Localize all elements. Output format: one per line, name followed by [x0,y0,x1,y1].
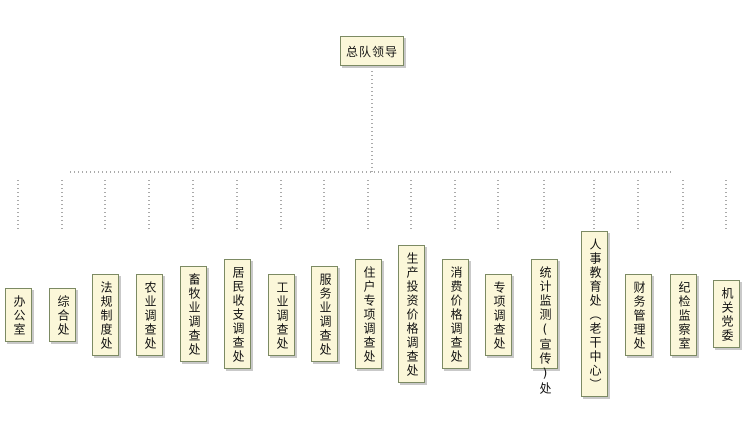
root-node-leadership: 总队领导 [340,36,404,66]
department-node: 专项调查处 [485,274,512,356]
department-label: 消费价格调查处 [449,266,463,364]
department-label: 住户专项调查处 [362,266,376,364]
department-label: 纪检监察室 [677,281,691,351]
department-label: 生产投资价格调查处 [405,252,419,378]
root-node-label: 总队领导 [345,44,398,59]
department-node: 法规制度处 [92,274,119,356]
department-node: 生产投资价格调查处 [398,245,425,383]
department-node: 纪检监察室 [670,274,697,356]
department-label: 机关党委 [720,287,734,343]
department-label: 办公室 [12,295,26,337]
department-node: 人事教育处（老干中心） [581,231,608,397]
department-label: 服务业调查处 [318,273,332,357]
department-node: 居民收支调查处 [224,259,251,369]
department-label: 综合处 [56,295,70,337]
department-label: 统计监测(宣传)处 [538,266,552,396]
department-label: 居民收支调查处 [231,266,245,364]
department-node: 机关党委 [713,280,740,348]
department-node: 财务管理处 [625,274,652,356]
department-label: 畜牧业调查处 [187,273,201,357]
department-label: 人事教育处（老干中心） [588,238,602,392]
department-label: 法规制度处 [99,281,113,351]
department-node: 综合处 [49,288,76,342]
department-node: 工业调查处 [268,274,295,356]
department-node: 统计监测(宣传)处 [531,259,558,396]
department-label: 工业调查处 [275,281,289,351]
department-node: 服务业调查处 [311,266,338,362]
department-node: 住户专项调查处 [355,259,382,369]
department-label: 专项调查处 [492,281,506,351]
department-label: 财务管理处 [632,281,646,351]
department-label: 农业调查处 [143,281,157,351]
department-node: 办公室 [5,288,32,342]
department-node: 农业调查处 [136,274,163,356]
department-node: 畜牧业调查处 [180,266,207,362]
department-node: 消费价格调查处 [442,259,469,369]
